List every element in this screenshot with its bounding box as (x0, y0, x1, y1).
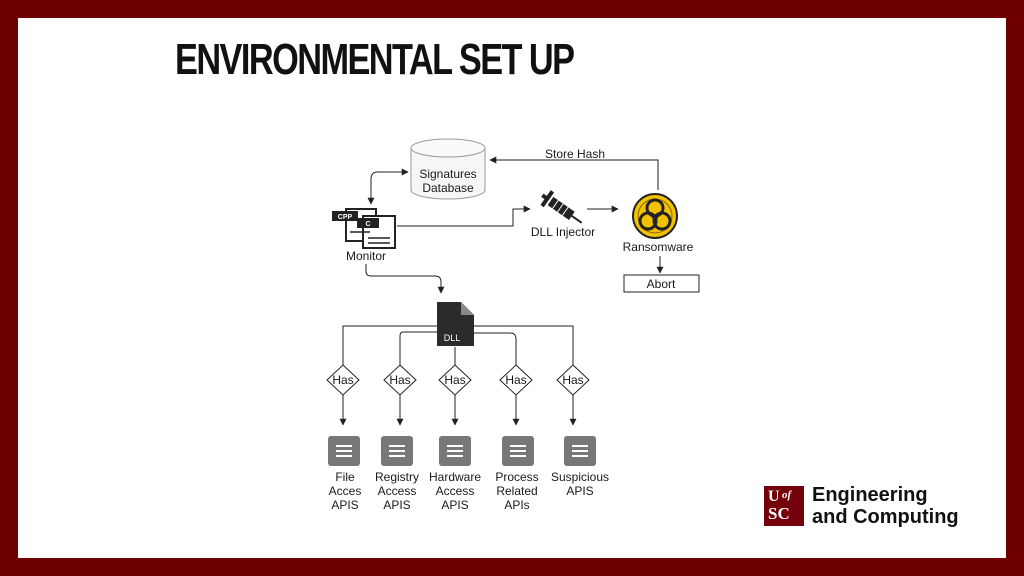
database-label-line2: Database (422, 181, 474, 195)
store-hash-arrow (489, 156, 659, 190)
api-hardware-access-label: Hardware Access APIS (429, 470, 481, 512)
api-suspicious-label: Suspicious APIS (551, 470, 609, 498)
dll-file-icon: DLL (437, 302, 474, 346)
logo-mark-of: of (782, 489, 792, 501)
logo-line-2: and Computing (812, 506, 959, 528)
api-label-line: Acces (329, 484, 362, 498)
monitor-icon-cpp: CPP (338, 214, 353, 221)
api-label-line: APIS (331, 498, 358, 512)
dll-icon-label: DLL (444, 333, 461, 343)
logo-line-1: Engineering (812, 484, 928, 506)
api-file-access-label: File Acces APIS (329, 470, 362, 512)
monitor-injector-arrow (397, 205, 531, 227)
logo-mark-u: U (768, 488, 780, 505)
api-label-line: APIs (504, 498, 529, 512)
api-label-line: Access (378, 484, 417, 498)
api-arrows (339, 395, 577, 426)
engineering-computing-logo: U of SC Engineering and Computing (764, 484, 974, 532)
slide: ENVIRONMENTAL SET UP (18, 18, 1006, 558)
api-label-line: Access (436, 484, 475, 498)
monitor-dll-arrow (365, 264, 445, 294)
api-label-line: Suspicious (551, 470, 609, 484)
api-label-line: File (335, 470, 355, 484)
logo-wordmark: Engineering and Computing (812, 484, 959, 528)
syringe-icon (540, 190, 583, 224)
decision-registry-access: Has (383, 364, 417, 396)
decision-label: Has (444, 373, 465, 387)
api-registry-access-label: Registry Access APIS (375, 470, 419, 512)
api-registry-access-icon (381, 436, 413, 466)
abort-box (623, 274, 700, 293)
api-label-line: Related (496, 484, 537, 498)
api-label-line: APIS (383, 498, 410, 512)
decision-suspicious: Has (556, 364, 590, 396)
uofsc-logo-mark: U of SC (764, 486, 804, 526)
api-hardware-access-icon (439, 436, 471, 466)
database-label-line1: Signatures (419, 167, 476, 181)
dll-branch-connectors (342, 325, 574, 365)
monitor-icon-c: C (365, 221, 370, 228)
decision-file-access: Has (326, 364, 360, 396)
api-label-line: Process (495, 470, 538, 484)
api-suspicious-icon (564, 436, 596, 466)
decision-hardware-access: Has (438, 364, 472, 396)
monitor-database-arrow (367, 168, 409, 205)
decision-label: Has (389, 373, 410, 387)
api-label-line: Hardware (429, 470, 481, 484)
ransomware-label: Ransomware (623, 240, 694, 254)
abort-label: Abort (647, 277, 676, 291)
slide-title: ENVIRONMENTAL SET UP (175, 35, 575, 84)
logo-mark-sc: SC (768, 504, 790, 523)
decision-label: Has (562, 373, 583, 387)
signatures-database: Signatures Database (410, 138, 486, 200)
dll-injector-label: DLL Injector (531, 225, 595, 239)
api-label-line: APIS (441, 498, 468, 512)
api-file-access-icon (328, 436, 360, 466)
decision-label: Has (505, 373, 526, 387)
api-process-related-icon (502, 436, 534, 466)
monitor-code-icon: CPP C (332, 208, 396, 249)
biohazard-icon (632, 193, 678, 239)
decision-label: Has (332, 373, 353, 387)
api-process-related-label: Process Related APIs (495, 470, 538, 512)
store-hash-label: Store Hash (545, 147, 605, 161)
api-label-line: APIS (566, 484, 593, 498)
api-label-line: Registry (375, 470, 419, 484)
decision-process-related: Has (499, 364, 533, 396)
monitor-label: Monitor (346, 249, 386, 263)
